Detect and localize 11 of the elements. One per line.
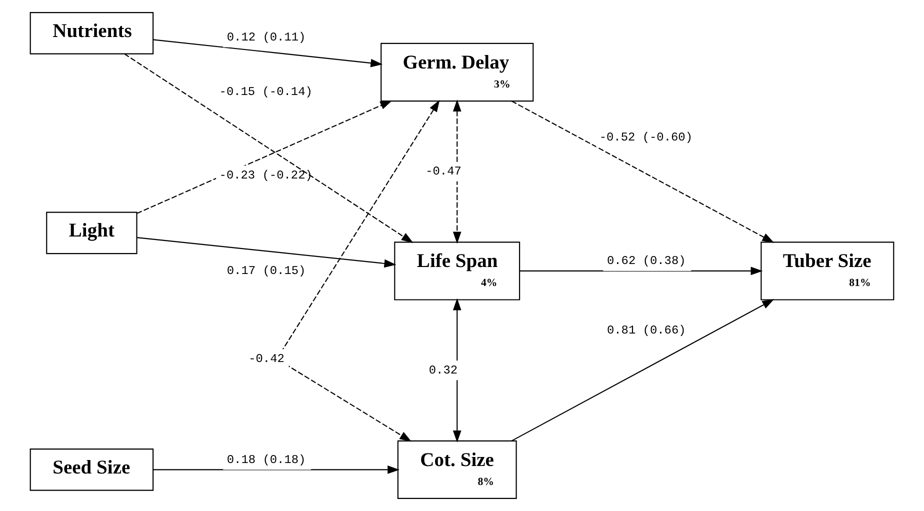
edge-label: -0.47 — [426, 164, 462, 179]
edge-label: 0.12 (0.11) — [226, 30, 306, 45]
edge-label: 0.17 (0.15) — [226, 264, 306, 278]
edge-label: -0.15 (-0.14) — [219, 84, 312, 99]
edge-label: -0.52 (-0.60) — [599, 130, 693, 144]
edge-label: -0.42 — [248, 352, 284, 366]
edge-label: -0.23 (-0.22) — [219, 168, 312, 182]
edge-label: 0.18 (0.18) — [226, 452, 306, 467]
edge-label: 0.62 (0.38) — [606, 254, 686, 268]
edge-label: 0.81 (0.66) — [606, 324, 686, 338]
edge-label: 0.32 — [428, 363, 458, 378]
